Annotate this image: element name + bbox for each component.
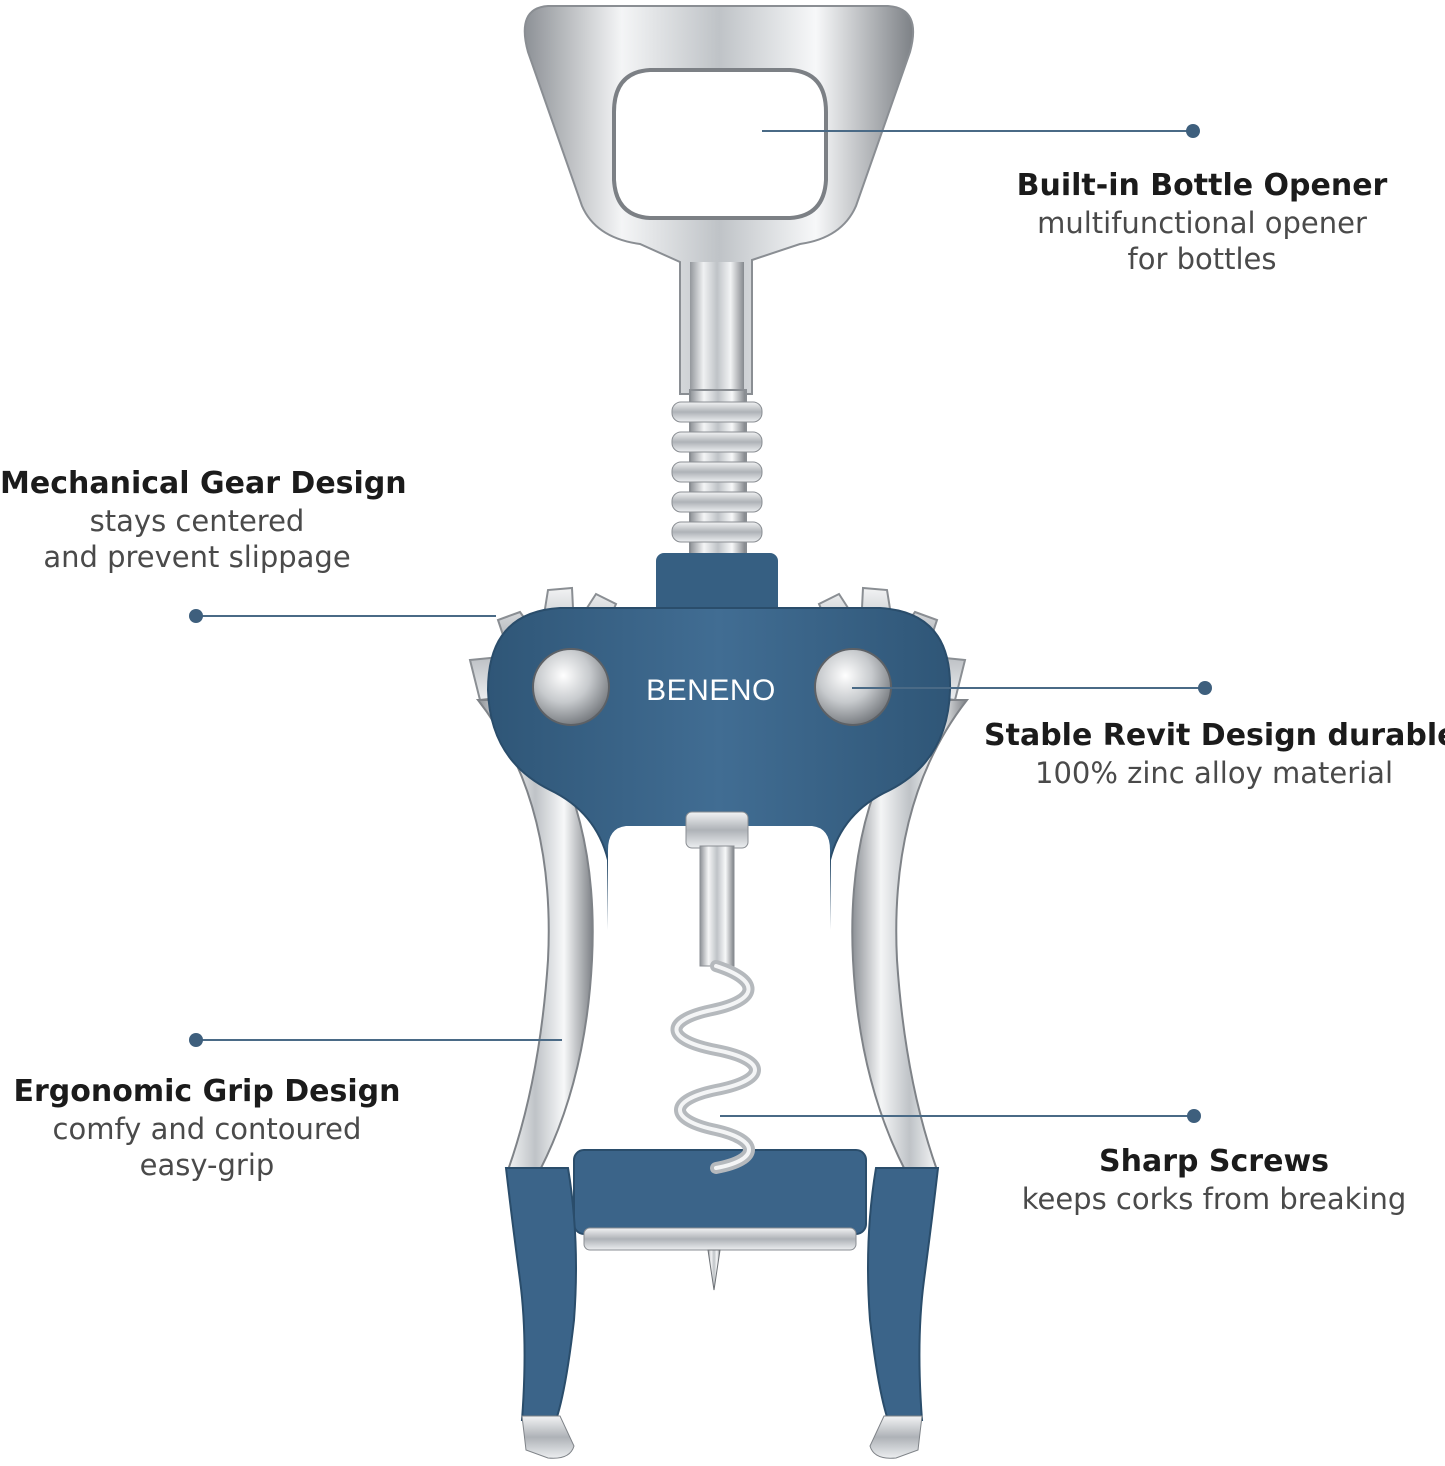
callout-desc-line: stays centered (89, 504, 305, 538)
callout-screws: Sharp Screws keeps corks from breaking (1004, 1143, 1424, 1217)
sharp-screw (670, 811, 761, 1291)
callout-title: Mechanical Gear Design (0, 466, 407, 501)
callout-title: Stable Revit Design durable (984, 718, 1445, 753)
callout-title: Built-in Bottle Opener (1016, 168, 1388, 203)
threaded-shaft (671, 389, 763, 561)
callout-title: Sharp Screws (1098, 1144, 1330, 1179)
callout-gear: Mechanical Gear Design stays centered an… (0, 465, 407, 575)
grip-pads (504, 1167, 940, 1459)
callout-desc-line: and prevent slippage (43, 540, 351, 574)
bottle-opener-handle (523, 5, 915, 395)
brand-logo: BENENO (646, 674, 776, 707)
callout-desc-line: for bottles (1127, 242, 1277, 276)
callout-bottle-opener: Built-in Bottle Opener multifunctional o… (1002, 167, 1402, 277)
callout-rivet: Stable Revit Design durable 100% zinc al… (984, 717, 1445, 791)
callout-grip: Ergonomic Grip Design comfy and contoure… (10, 1073, 404, 1183)
callout-desc-line: 100% zinc alloy material (1035, 756, 1393, 790)
callout-title: Ergonomic Grip Design (13, 1074, 401, 1109)
callout-desc-line: comfy and contoured (52, 1112, 362, 1146)
callout-desc-line: easy-grip (139, 1148, 275, 1182)
leader-lines (189, 124, 1212, 1123)
callout-desc-line: keeps corks from breaking (1021, 1182, 1407, 1216)
callout-desc-line: multifunctional opener (1037, 206, 1367, 240)
